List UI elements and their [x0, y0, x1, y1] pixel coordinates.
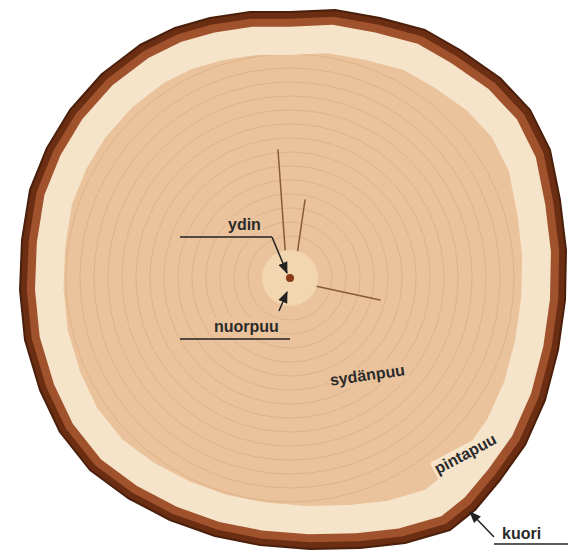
part-label: ydin	[226, 216, 263, 234]
leader-lines	[180, 237, 568, 544]
growth-rings	[66, 54, 514, 502]
sapwood	[35, 25, 551, 534]
heartwood	[64, 53, 523, 506]
cracks	[278, 150, 380, 300]
part-label: nuorpuu	[212, 318, 281, 336]
juvenile-wood	[262, 250, 318, 306]
bark	[20, 10, 566, 549]
part-label: kuori	[500, 525, 543, 543]
pith	[286, 274, 294, 282]
